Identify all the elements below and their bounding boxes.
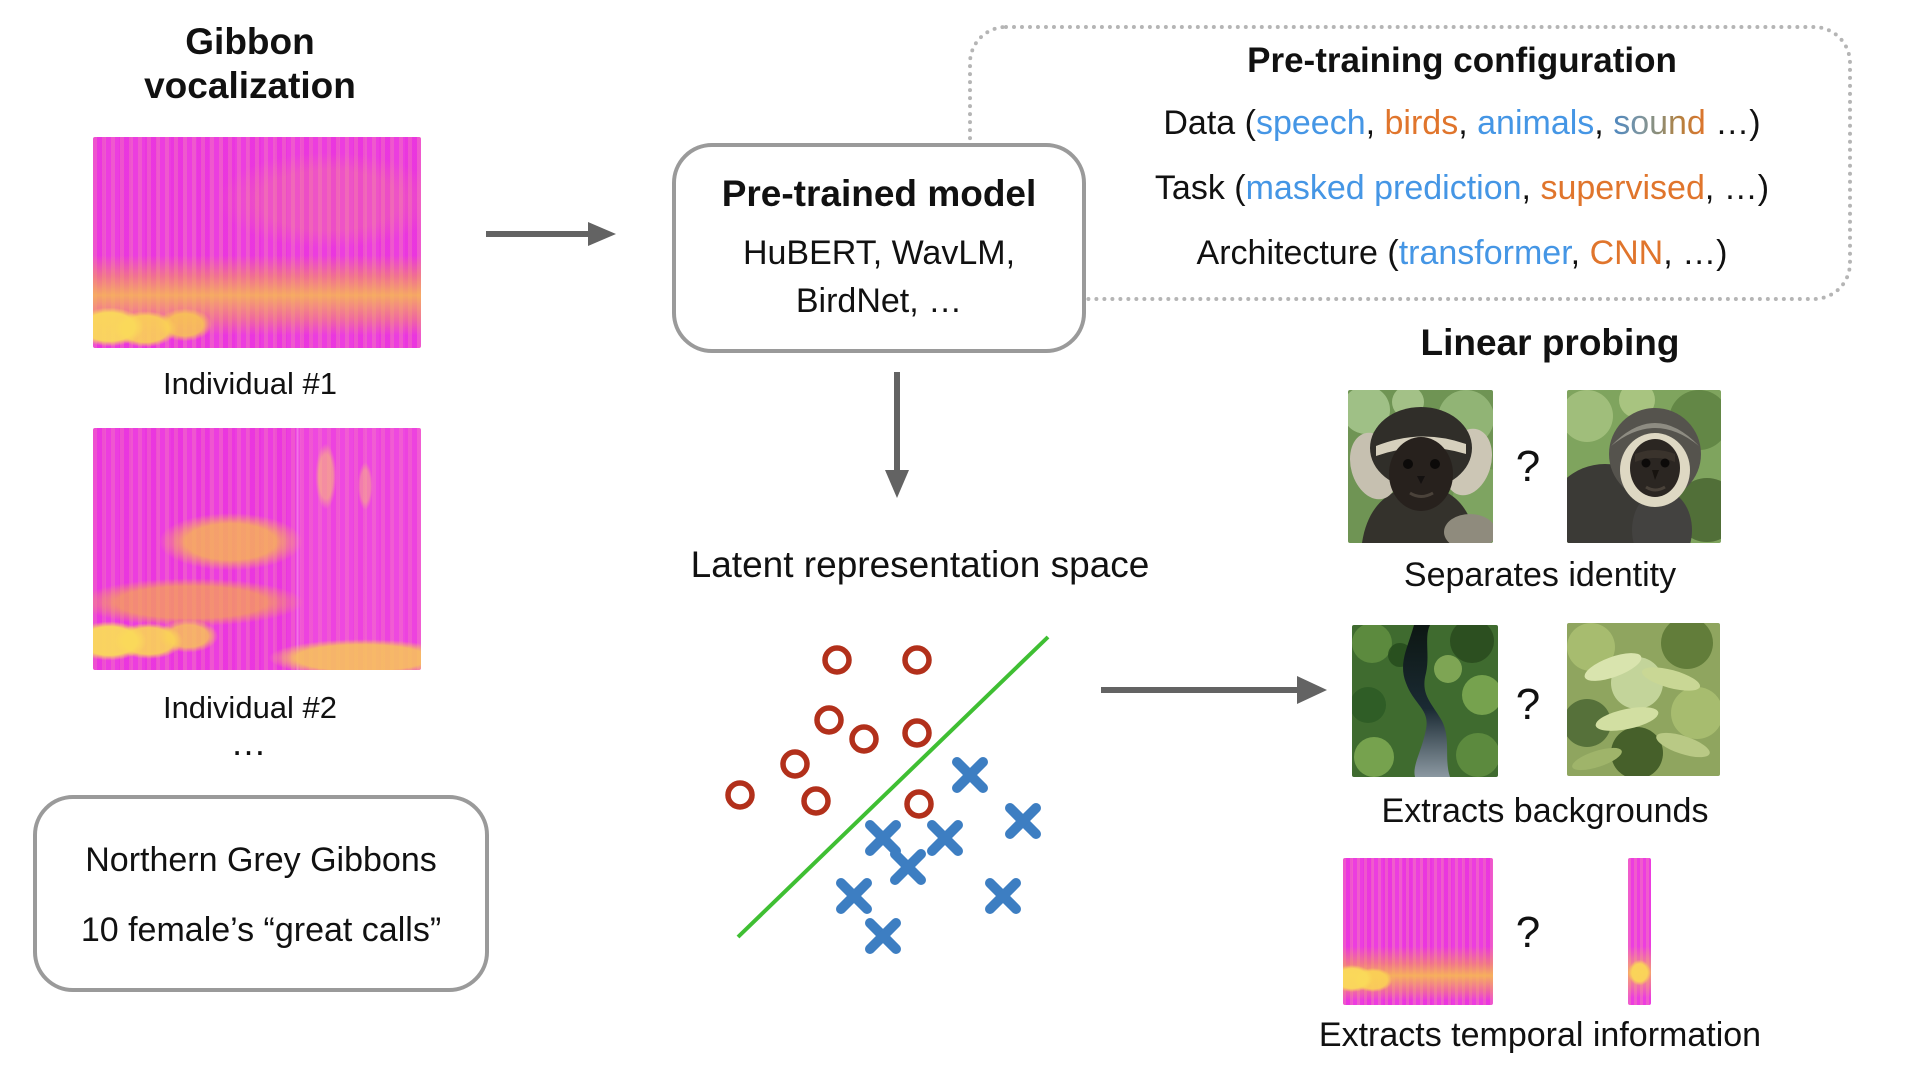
gibbon-photo-1 [1348,390,1493,543]
model-list-line-2: BirdNet, … [795,282,963,320]
pretrained-model-title: Pre-trained model [721,173,1037,214]
task-item-supervised: supervised [1540,169,1705,207]
probe-spectrogram-strip [1628,858,1651,1005]
line-end: , …) [1663,234,1728,272]
arrow-input-to-model [486,222,616,246]
forest-river-photo [1352,625,1498,777]
title-line-2: vocalization [144,65,356,106]
arrow-model-to-latent [885,372,909,498]
gibbon-photo-2 [1567,390,1721,543]
data-item-speech: speech [1255,104,1366,142]
probing-caption-identity: Separates identity [1403,556,1677,594]
model-list-line-1: HuBERT, WavLM, [742,234,1016,272]
architecture-item-transformer: transformer [1398,234,1571,272]
line-end: …) [1705,104,1761,142]
question-mark-identity: ? [1515,442,1541,491]
pretraining-config-box: Pre-training configuration Data (speech,… [968,25,1852,301]
probing-caption-backgrounds: Extracts backgrounds [1381,792,1709,830]
spectrogram-individual-2 [93,428,421,670]
pretraining-config-title: Pre-training configuration [1247,41,1677,80]
task-item-masked-prediction: masked prediction [1245,169,1522,207]
question-mark-backgrounds: ? [1515,680,1541,729]
individual-2-label: Individual #2 [162,690,338,725]
data-item-animals: animals [1477,104,1595,142]
sep: , [1458,104,1478,142]
sep: , [1365,104,1385,142]
sep: , [1570,234,1590,272]
dataset-line-2: 10 female’s “great calls” [80,911,442,949]
arrow-latent-to-probing [1101,676,1327,704]
pretraining-task-line: Task (masked prediction, supervised, …) [1082,165,1842,211]
data-label: Data ( [1163,104,1256,142]
gibbon-vocalization-title: Gibbon vocalization [60,20,440,108]
data-item-birds: birds [1384,104,1459,142]
spectrogram-individual-1 [93,137,421,348]
dataset-line-1: Northern Grey Gibbons [85,841,437,879]
probe-spectrogram-full [1343,858,1493,1005]
question-mark-temporal: ? [1515,908,1541,957]
pretraining-architecture-line: Architecture (transformer, CNN, …) [1082,230,1842,276]
line-end: , …) [1704,169,1770,207]
latent-scatter-plot [725,635,1050,954]
more-individuals-ellipsis: … [230,722,270,763]
latent-space-label: Latent representation space [690,544,1150,585]
sep: , [1594,104,1614,142]
task-label: Task ( [1154,169,1246,207]
pretraining-data-line: Data (speech, birds, animals, sound …) [1082,100,1842,146]
title-line-1: Gibbon [185,21,315,62]
sep: , [1521,169,1541,207]
data-item-sound: sound [1613,104,1706,142]
dataset-box: Northern Grey Gibbons 10 female’s “great… [33,795,489,992]
linear-probing-title: Linear probing [1420,322,1680,363]
architecture-item-cnn: CNN [1589,234,1664,272]
probing-caption-temporal: Extracts temporal information [1318,1016,1762,1054]
pretrained-model-box: Pre-trained model HuBERT, WavLM, BirdNet… [672,143,1086,353]
forest-palms-photo [1567,623,1720,776]
individual-1-label: Individual #1 [162,366,338,401]
architecture-label: Architecture ( [1196,234,1399,272]
